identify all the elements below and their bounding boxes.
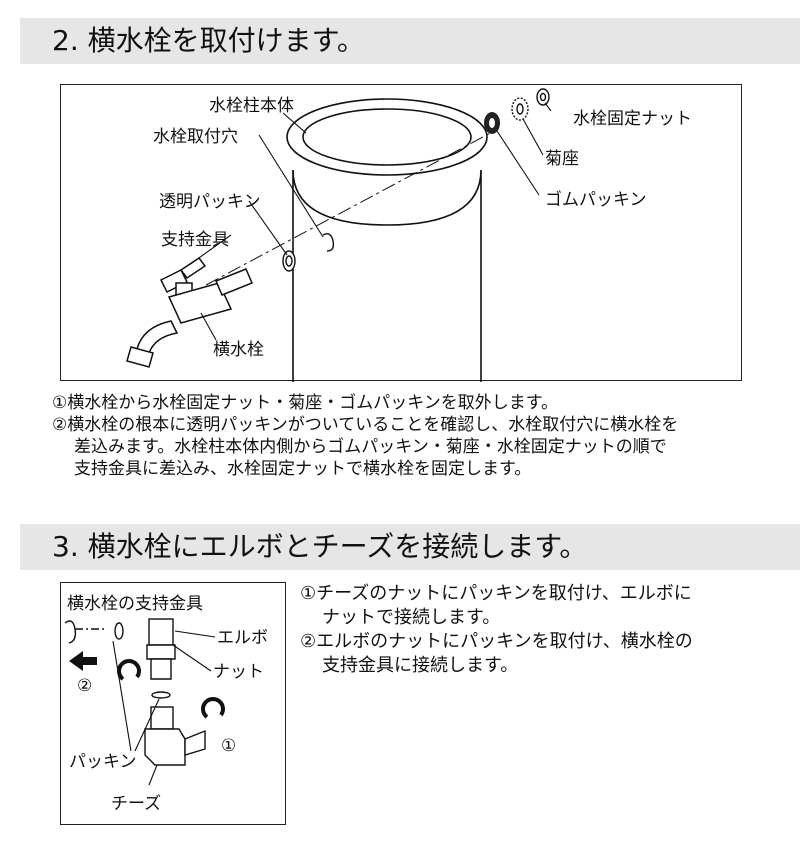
leader-body [282,112,307,134]
label-rubber-packing: ゴムパッキン [545,189,647,210]
label-mounting-hole: 水栓取付穴 [153,127,238,147]
faucet-handle-right [179,256,207,280]
label-bracket: 支持金具 [161,230,229,250]
leader-packing-upper [112,640,132,752]
label-nut: ナット [213,662,264,682]
assembly-centerline [205,129,497,286]
clear-packing-inner [285,255,293,267]
label-number-1: ① [221,736,236,756]
section-2-steps: ①横水栓から水栓固定ナット・菊座・ゴムパッキンを取外します。 ②横水栓の根本に透… [52,392,792,480]
arrow-left-icon [69,651,97,671]
rubber-packing-drawing [484,112,500,134]
label-faucet: 横水栓 [213,340,264,360]
post-cap-inner [302,108,472,166]
rotate-arrow-icon-lower [201,697,225,719]
bracket-pipe-drawing [64,620,107,644]
leader-rubber-packing [496,130,540,196]
leader-tee [148,764,158,786]
rotate-arrow-icon-upper [117,659,141,681]
label-elbow: エルボ [217,628,268,648]
label-tee: チーズ [111,794,161,814]
faucet-valve-body [167,282,233,324]
tee-side-port [184,729,206,756]
leader-lines [188,102,552,341]
label-post-body: 水栓柱本体 [209,96,294,116]
faucet-spout [136,320,179,354]
elbow-thread [150,658,172,680]
tee-drawing [144,706,206,766]
section-3-title: 3. 横水栓にエルボとチーズを接続します。 [20,524,800,570]
washer-drawing [511,97,529,121]
washer-inner [516,103,524,115]
clear-packing-drawing [282,250,296,272]
label-packing: パッキン [69,752,137,772]
elbow-drawing [146,618,176,680]
label-fixing-nut: 水栓固定ナット [573,109,692,129]
elbow-nut [148,618,174,646]
elbow-tee-diagram: 横水栓の支持金具 エルボ ナット ② ① パッキン チーズ [60,582,286,825]
section-3-step-1: ①チーズのナットにパッキンを取付け、エルボに ナットで接続します。 [300,583,692,628]
elbow-body [146,644,176,660]
elbow-tee-illustration: 横水栓の支持金具 エルボ ナット ② ① パッキン チーズ [64,594,268,814]
leader-nut [172,644,212,672]
rubber-packing-inner [489,118,495,128]
leader-clear-packing [248,200,288,256]
section-3-step-2: ②エルボのナットにパッキンを取付け、横水栓の 支持金具に接続します。 [300,631,693,676]
packing-ring-lower [151,691,171,699]
section-2-step-1: ①横水栓から水栓固定ナット・菊座・ゴムパッキンを取外します。 [52,393,559,413]
label-clear-packing: 透明パッキン [159,192,261,212]
leader-hole [258,134,324,238]
bracket-pipe-end [64,620,77,644]
label-bracket: 横水栓の支持金具 [67,594,203,614]
leader-faucet [200,312,217,341]
leader-nut [544,102,552,112]
leader-packing-lower [134,698,160,752]
packing-ring-upper [114,622,124,640]
faucet-installation-diagram: 水栓柱本体 水栓取付穴 透明パッキン 支持金具 横水栓 水栓固定ナット 菊座 ゴ… [60,84,742,382]
post-body-drawing [286,98,488,382]
fixing-nut-drawing [536,88,550,106]
fixing-nut-inner [539,92,547,102]
faucet-outlet [126,346,154,368]
post-cap-side [292,169,482,226]
label-washer: 菊座 [545,149,579,169]
leader-lines-3 [112,630,216,786]
leader-elbow [174,630,216,638]
faucet-drawing [126,256,253,368]
faucet-installation-illustration: 水栓柱本体 水栓取付穴 透明パッキン 支持金具 横水栓 水栓固定ナット 菊座 ゴ… [126,88,692,382]
section-3-steps: ①チーズのナットにパッキンを取付け、エルボに ナットで接続します。 ②エルボのナ… [300,582,790,678]
leader-bracket [188,234,232,266]
faucet-handle-left [159,268,189,294]
section-2-step-2: ②横水栓の根本に透明パッキンがついていることを確認し、水栓取付穴に横水栓を 差込… [52,415,679,479]
mounting-hole [322,233,335,252]
leader-washer [522,118,544,156]
label-number-2: ② [77,676,92,696]
faucet-thread [215,268,253,296]
section-2-title: 2. 横水栓を取付けます。 [20,18,800,64]
tee-body [144,728,186,766]
